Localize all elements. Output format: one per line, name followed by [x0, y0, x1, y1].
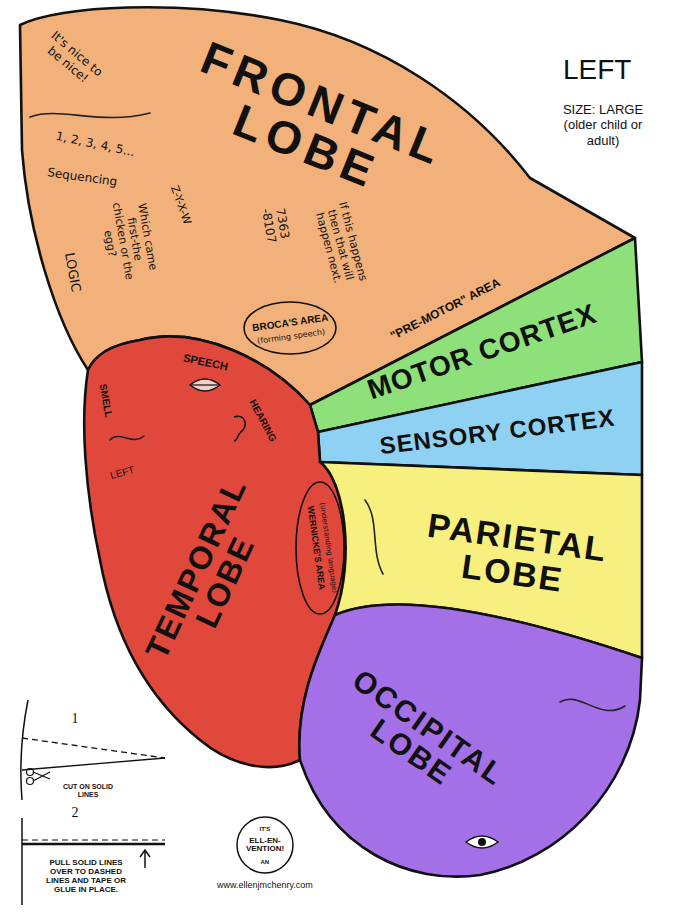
- logo-text: ELL-EN-VENTION!: [242, 837, 288, 854]
- instruction-note: PULL SOLID LINES OVER TO DASHED LINES AN…: [46, 858, 126, 895]
- scissors-icon: [33, 772, 50, 781]
- step-number: 1: [72, 711, 79, 726]
- broca-area-outline: [244, 302, 336, 354]
- broca-area: BROCA'S AREA(forming speech): [244, 302, 336, 354]
- solid-line: [22, 843, 165, 845]
- scissors-icon: [27, 769, 34, 776]
- scissors-icon: [27, 778, 34, 785]
- lips-icon: [190, 384, 220, 385]
- size-note: SIZE: LARGE (older child or adult): [557, 102, 649, 149]
- frontal-lobe-outline: [20, 7, 635, 405]
- wernicke-area: WERNICKE'S AREA(understanding language): [296, 482, 344, 614]
- side-title: LEFT: [563, 55, 631, 86]
- logo-text: IT'S: [260, 826, 271, 832]
- tab-edge: [21, 818, 23, 905]
- step-number: 2: [72, 805, 79, 820]
- logo-circle: [237, 817, 293, 873]
- tab-edge: [21, 700, 28, 800]
- website-url: www.ellenjmchenry.com: [217, 881, 313, 891]
- logo-text: AN: [261, 859, 270, 865]
- arrow-up: [140, 850, 150, 868]
- instruction-note: CUT ON SOLID LINES: [59, 783, 117, 799]
- occipital-lobe-outline: [299, 604, 642, 876]
- sensory-cortex-outline: [318, 362, 642, 475]
- eye-icon: [478, 838, 486, 846]
- dashed-line: [22, 738, 165, 758]
- scissors-icon: [27, 769, 51, 785]
- solid-line: [22, 758, 165, 770]
- sensory-cortex: SENSORY CORTEX: [312, 356, 647, 480]
- dashed-line: [22, 839, 165, 840]
- wernicke-area-outline: [296, 482, 344, 614]
